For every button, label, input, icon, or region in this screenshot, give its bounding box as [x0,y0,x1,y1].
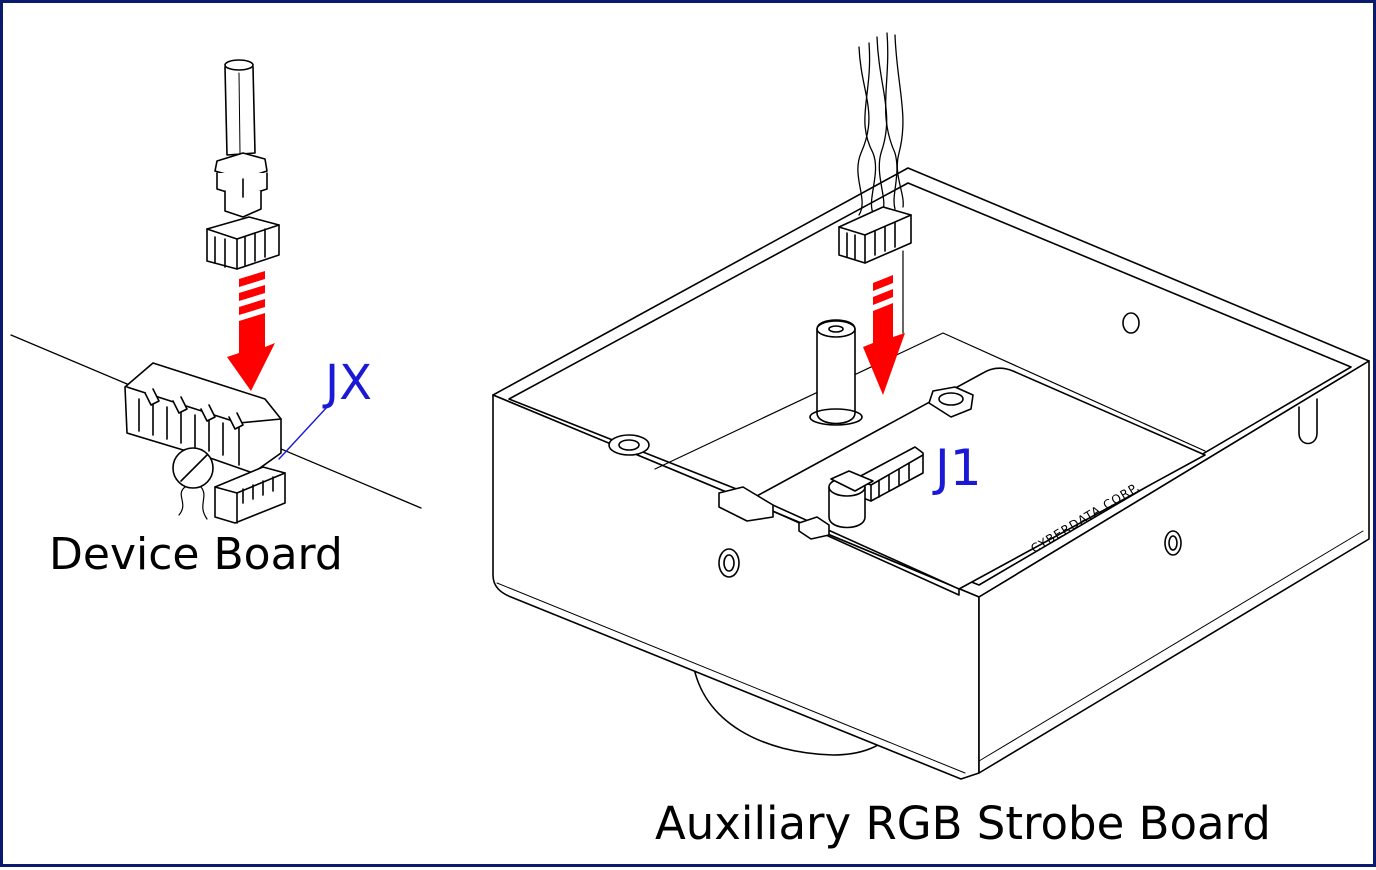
connector-jx-label: JX [325,355,373,411]
connector-j1-label: J1 [935,439,982,497]
jx-leader-line [278,405,329,460]
device-plug-cable [206,59,280,270]
device-board-label: Device Board [49,529,343,580]
strobe-housing [492,167,1370,780]
strobe-board-label: Auxiliary RGB Strobe Board [655,797,1271,850]
assembly-illustration [10,32,1370,780]
insert-arrow-right [863,275,905,395]
insert-arrow-left [227,271,275,391]
device-board-header [124,362,286,524]
strobe-wire-harness [838,32,912,334]
